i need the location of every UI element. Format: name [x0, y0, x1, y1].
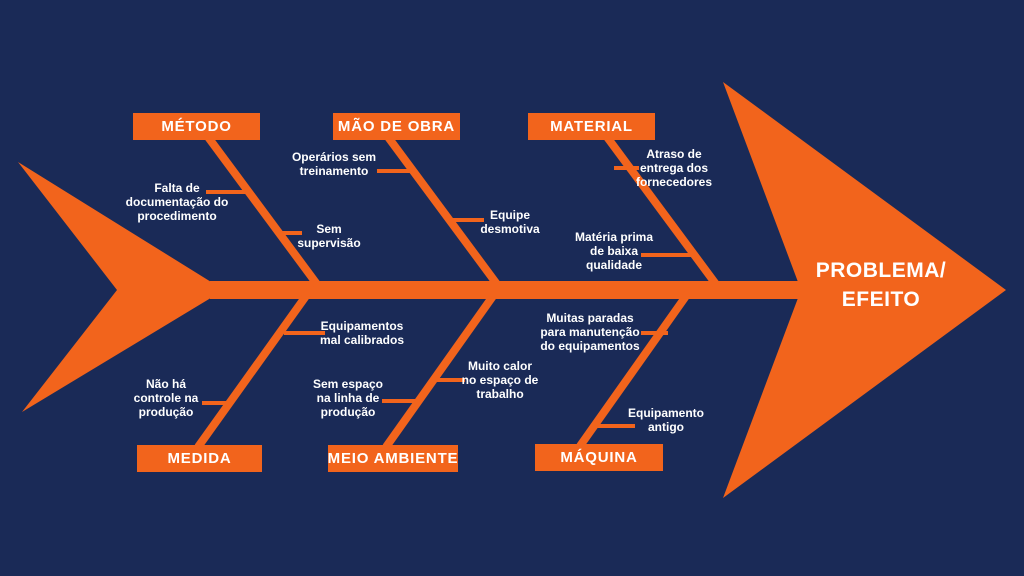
cause-label: Sem espaço na linha de produção [312, 377, 384, 419]
category-box-medida: MEDIDA [137, 445, 262, 472]
cause-label: Muitas paradas para manutenção do equipa… [540, 311, 640, 353]
cause-label: Operários sem treinamento [291, 150, 377, 178]
category-box-metodo: MÉTODO [133, 113, 260, 140]
cause-label: Falta de documentação do procedimento [125, 181, 229, 223]
branch-line-metodo [204, 134, 326, 294]
cause-label: Sem supervisão [297, 222, 361, 250]
cause-label: Equipe desmotiva [480, 208, 540, 236]
category-box-mao-de-obra: MÃO DE OBRA [333, 113, 460, 140]
branch-line-maquina [576, 286, 695, 449]
cause-label: Equipamento antigo [627, 406, 705, 434]
branch-line-medida [194, 286, 315, 450]
cause-label: Atraso de entrega dos fornecedores [635, 147, 713, 189]
cause-connectors [202, 166, 693, 428]
category-box-meio-ambiente: MEIO AMBIENTE [328, 445, 458, 472]
effect-arrow [723, 82, 1006, 498]
cause-label: Equipamentos mal calibrados [319, 319, 405, 347]
tail-arrow [18, 162, 224, 412]
category-box-maquina: MÁQUINA [535, 444, 663, 471]
category-box-material: MATERIAL [528, 113, 655, 140]
branch-line-meio-ambiente [382, 286, 502, 450]
spine [210, 281, 806, 299]
cause-label: Muito calor no espaço de trabalho [461, 359, 539, 401]
effect-label: PROBLEMA/ EFEITO [815, 259, 947, 311]
branch-line-mao-de-obra [384, 134, 506, 294]
branch-line-material [603, 134, 725, 294]
cause-label: Matéria prima de baixa qualidade [574, 230, 654, 272]
cause-label: Não há controle na produção [133, 377, 199, 419]
branch-lines [194, 134, 725, 450]
